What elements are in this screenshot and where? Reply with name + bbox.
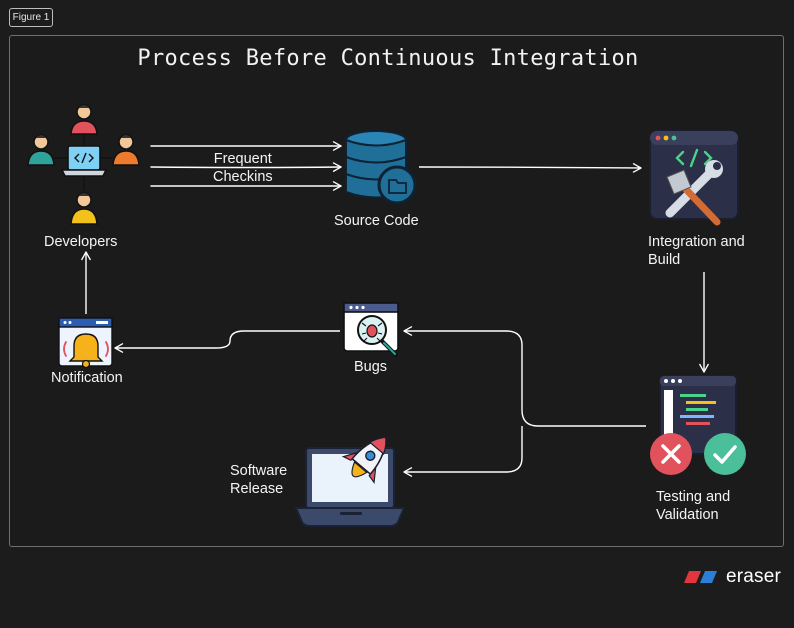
database-icon xyxy=(345,130,417,205)
node-label-notification: Notification xyxy=(51,370,123,386)
edge-source-to-integration xyxy=(418,163,642,173)
node-label-source-code: Source Code xyxy=(334,213,419,229)
diagram-title: Process Before Continuous Integration xyxy=(137,46,639,71)
eraser-logo-mark xyxy=(684,571,717,583)
node-label-developers: Developers xyxy=(44,234,118,250)
node-label-testing: Testing and Validation xyxy=(656,489,731,523)
edge-testing-to-release xyxy=(403,426,523,477)
bug-search-icon xyxy=(343,302,399,357)
testing-icon xyxy=(650,375,746,475)
checkin-arrow-2 xyxy=(150,162,342,172)
figure-label: Figure 1 xyxy=(9,8,53,27)
node-label-release: Software Release xyxy=(230,463,288,497)
edge-testing-to-bugs xyxy=(403,326,646,427)
eraser-logo: eraser xyxy=(684,566,781,588)
node-label-bugs: Bugs xyxy=(354,359,388,375)
rocket-laptop-icon xyxy=(294,436,406,527)
node-label-integration: Integration and Build xyxy=(648,234,745,268)
developers-icon xyxy=(27,104,140,225)
eraser-logo-text: eraser xyxy=(726,566,782,587)
edge-bugs-to-notification xyxy=(114,330,340,353)
notification-bell-icon xyxy=(58,317,113,369)
build-tools-icon xyxy=(649,130,739,226)
edge-developers-to-source xyxy=(150,141,342,191)
edge-label-checkins: Frequent Checkins xyxy=(213,151,273,185)
